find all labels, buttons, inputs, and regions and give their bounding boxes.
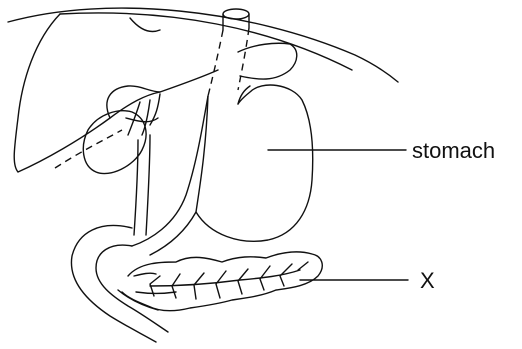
bile-duct — [126, 94, 160, 235]
pancreatic-duct — [150, 262, 308, 299]
stomach — [132, 85, 313, 255]
duodenum — [71, 226, 168, 342]
stomach-label: stomach — [412, 138, 495, 163]
pancreas — [122, 252, 322, 311]
x-label: X — [420, 268, 435, 293]
diaphragm — [8, 8, 398, 82]
liver — [14, 14, 297, 172]
oesophagus — [208, 9, 249, 96]
